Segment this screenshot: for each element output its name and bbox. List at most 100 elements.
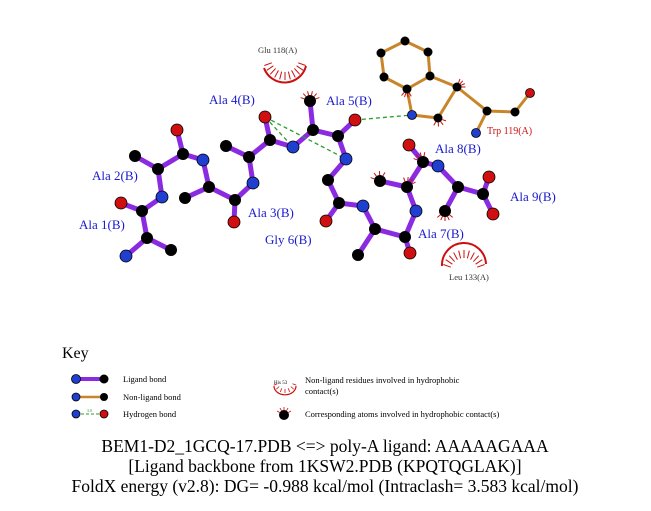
key-ligand-bond-sample	[71, 374, 109, 384]
atom-ala1-cb	[165, 244, 177, 256]
key-hydrophobic-spoke	[273, 383, 278, 386]
leu133-spoke	[448, 255, 456, 262]
caption-line-2: [Ligand backbone from 1KSW2.PDB (KPQTQGL…	[128, 456, 521, 476]
atom-ala9-cb	[439, 205, 451, 217]
hydrophobic-arcs	[263, 65, 487, 267]
caption-line-3: FoldX energy (v2.8): DG= -0.988 kcal/mol…	[72, 476, 579, 496]
trp119-cd2-hydrophobic-tick	[408, 92, 412, 97]
ala8-c-hydrophobic-tick	[413, 158, 418, 161]
key-hydrophobic-atoms-label: Corresponding atoms involved in hydropho…	[305, 409, 499, 419]
trp119-cd1-hydrophobic-tick	[442, 119, 447, 122]
key-title: Key	[62, 345, 89, 362]
atom-ala2-cb	[129, 150, 141, 162]
atom-ala5-c	[332, 130, 344, 142]
ala8-ca-hydrophobic-tick	[411, 181, 416, 185]
atom-ala7-c	[399, 231, 411, 243]
glu118-spoke	[291, 70, 296, 78]
label-trp119: Trp 119(A)	[487, 126, 532, 137]
trp119-cd2-hydrophobic-tick	[401, 92, 405, 96]
label-ala7: Ala 7(B)	[418, 226, 464, 241]
key-atom-tick	[276, 410, 280, 413]
atom-ala4-ca	[243, 151, 255, 163]
ala5-cb-hydrophobic-tick	[307, 91, 310, 96]
trp119-cg-hydrophobic-tick	[459, 80, 464, 85]
key-ligand-bond-label: Ligand bond	[123, 374, 167, 384]
atom-trp119-n	[471, 128, 481, 138]
glu118-spoke	[266, 65, 274, 71]
glu118-spoke	[297, 62, 306, 66]
key-sample-residue: His 53	[274, 381, 288, 386]
key-hydrogen-bond-sample: 3.0	[71, 408, 109, 419]
atom-ala3-n	[196, 153, 210, 167]
label-glu118: Glu 118(A)	[258, 45, 297, 55]
glu118-spoke	[264, 62, 273, 66]
leu133-spoke	[443, 264, 452, 268]
ala5-cb-hydrophobic-tick	[315, 97, 320, 100]
atom-trp119-cd2	[402, 84, 412, 94]
key-atom-tick	[288, 410, 292, 413]
atom-ala7-o	[403, 246, 417, 260]
atom-ala4-n	[246, 176, 260, 190]
atom-gly6-ca	[322, 174, 334, 186]
leu133-spoke	[466, 250, 470, 259]
trp119-cd1-hydrophobic-tick	[440, 121, 444, 126]
label-ala3: Ala 3(B)	[248, 205, 294, 220]
glu118-spoke	[269, 68, 277, 75]
hydrogen-bonds	[264, 114, 413, 160]
key-atom-tick	[279, 407, 282, 411]
hbond-ala5-o-trp119	[354, 114, 413, 121]
atom-ala7-cb	[352, 249, 364, 261]
atom-trp119-ch2	[400, 36, 410, 46]
atom-trp119-ce3	[425, 71, 435, 81]
ala8-cb-hydrophobic-tick	[373, 172, 377, 177]
ala8-cb-hydrophobic-tick	[382, 172, 386, 177]
key-hydrophobic-spoke	[290, 386, 295, 390]
key-hydrophobic-residues-label-2: contact(s)	[305, 386, 339, 396]
atom-ala1-ca	[141, 232, 153, 244]
atom-ala2-n	[155, 190, 169, 204]
atom-gly6-o	[319, 214, 333, 228]
atom-ala8-cb	[374, 175, 386, 187]
glu118-spoke	[287, 71, 291, 80]
leu133-hydrophobic-arc	[440, 242, 487, 267]
key-hydrophobic-residues-label-1: Non-ligand residues involved in hydropho…	[305, 375, 460, 385]
glu118-spoke	[279, 71, 283, 80]
ala8-ca-hydrophobic-tick	[403, 177, 406, 182]
label-ala1: Ala 1(B)	[79, 217, 125, 232]
atom-ala9-n	[431, 159, 445, 173]
atom-ala4-cb	[220, 140, 232, 152]
atom-trp119-cg	[452, 82, 462, 92]
ala5-cb-hydrophobic-tick	[302, 93, 307, 97]
trp119-cd2-hydrophobic-tick	[404, 93, 407, 98]
leu133-spoke	[458, 250, 462, 259]
leu133-spoke	[470, 252, 475, 260]
atom-ala1-c	[136, 205, 148, 217]
label-ala4: Ala 4(B)	[209, 92, 255, 107]
atom-gly6-c	[333, 197, 345, 209]
atom-ala3-o	[227, 215, 241, 229]
key-hydrophobic-spoke	[279, 388, 283, 393]
key-atom-tick	[286, 407, 289, 411]
label-ala8: Ala 8(B)	[435, 141, 481, 156]
leu133-spoke	[475, 259, 483, 265]
key-hbond-distance: 3.0	[87, 408, 92, 413]
label-gly6: Gly 6(B)	[265, 232, 312, 247]
label-ala2: Ala 2(B)	[92, 168, 138, 183]
atom-ala7-ca	[369, 223, 381, 235]
atom-ala5-o	[348, 113, 362, 127]
ala9-cb-hydrophobic-tick	[437, 214, 441, 218]
atom-trp119-ne1	[407, 110, 417, 120]
atom-trp119-ca	[482, 106, 492, 116]
atom-ala1-n	[119, 249, 133, 263]
ala5-cb-hydrophobic-tick	[300, 97, 305, 100]
trp119-cg-hydrophobic-tick	[458, 78, 461, 83]
atom-ala3-cb	[179, 192, 191, 204]
atom-trp119-cd1	[433, 113, 443, 123]
trp119-cd1-hydrophobic-tick	[433, 121, 437, 126]
atom-trp119-cz3	[423, 47, 433, 57]
key-hydrophobic-residue-sample: His 53	[273, 381, 297, 396]
glu118-spoke	[274, 70, 279, 78]
leu133-spoke	[472, 255, 480, 262]
key-hydrogen-bond-label: Hydrogen bond	[123, 409, 177, 419]
glu118-spoke	[296, 65, 304, 71]
